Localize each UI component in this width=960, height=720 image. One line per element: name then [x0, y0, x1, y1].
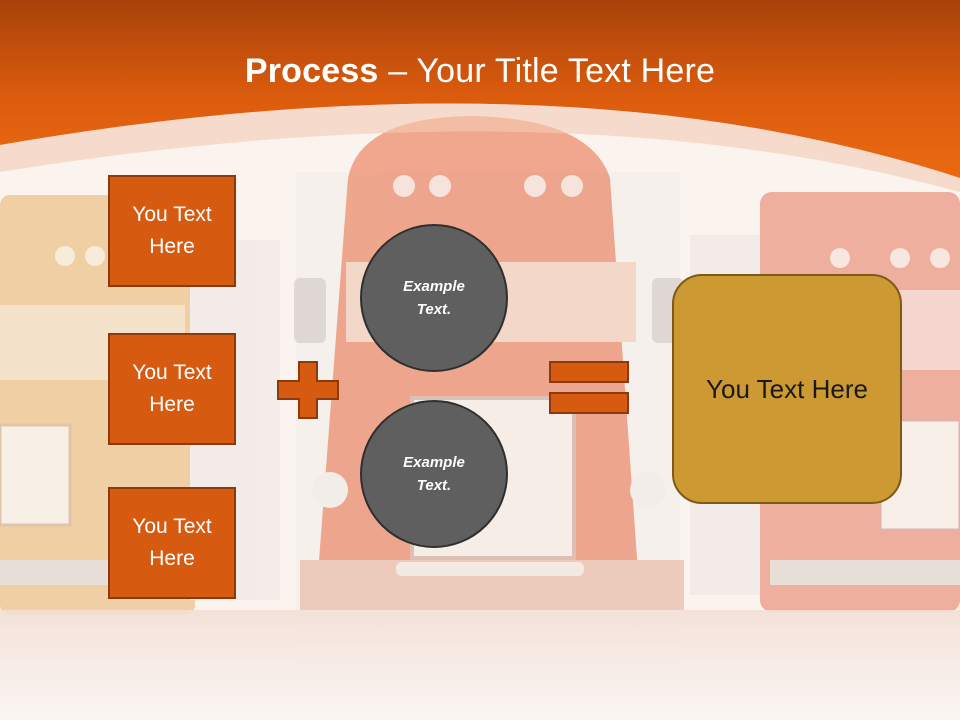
text-box-label: You Text Here	[132, 361, 212, 416]
circle-label: Example Text.	[403, 278, 465, 318]
example-circle-2: Example Text.	[360, 400, 508, 548]
slide-title: Process – Your Title Text Here	[0, 52, 960, 91]
text-box-3: You Text Here	[108, 487, 236, 599]
title-dash: –	[378, 52, 417, 90]
text-box-label: You Text Here	[132, 515, 212, 570]
result-box: You Text Here	[672, 274, 902, 504]
text-box-1: You Text Here	[108, 175, 236, 287]
result-label: You Text Here	[706, 373, 868, 404]
title-bold: Process	[244, 52, 379, 90]
title-text: Your Title Text Here	[416, 52, 716, 90]
example-circle-1: Example Text.	[360, 224, 508, 372]
text-box-2: You Text Here	[108, 333, 236, 445]
plus-icon	[277, 361, 339, 419]
circle-label: Example Text.	[403, 454, 465, 494]
equals-icon	[549, 361, 629, 414]
text-box-label: You Text Here	[132, 203, 212, 258]
